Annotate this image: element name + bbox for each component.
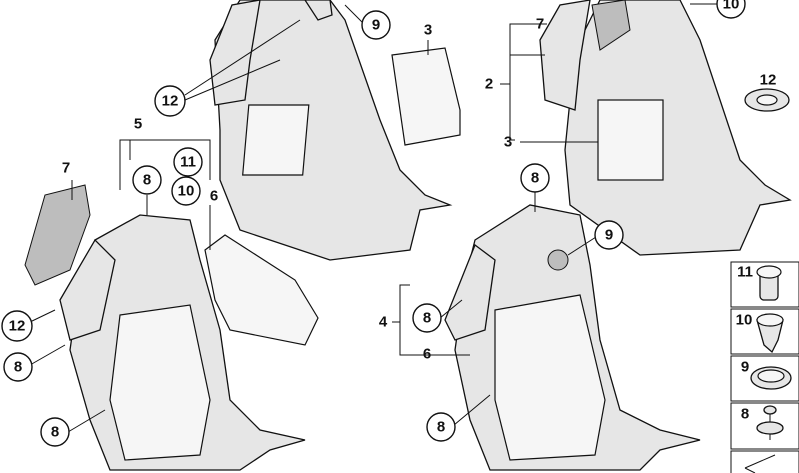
svg-text:12: 12: [162, 93, 179, 110]
callout-8: 8: [426, 412, 456, 442]
callout-8: 8: [412, 303, 442, 333]
callout-4: 4: [379, 314, 388, 331]
svg-text:8: 8: [423, 310, 431, 327]
callout-5: 5: [134, 116, 142, 133]
gasket-lower-left: [204, 234, 319, 346]
callout-2: 2: [485, 76, 493, 93]
callout-11: 11: [173, 147, 203, 177]
svg-text:10: 10: [723, 0, 740, 13]
trim-panel-upper-left: [209, 0, 453, 261]
callout-8: 8: [132, 165, 162, 195]
svg-text:8: 8: [143, 172, 151, 189]
callout-8: 8: [40, 417, 70, 447]
trim-panel-upper-right: [539, 0, 792, 256]
svg-text:8: 8: [741, 406, 749, 423]
svg-text:11: 11: [180, 154, 196, 171]
callout-12: 12: [760, 72, 777, 89]
svg-text:8: 8: [437, 419, 445, 436]
legend-arrow-box: [730, 450, 799, 473]
svg-text:8: 8: [14, 359, 22, 376]
legend-part-10: 10: [730, 308, 799, 355]
svg-text:9: 9: [741, 359, 749, 376]
legend-part-9: 9: [730, 355, 799, 402]
callout-8: 8: [3, 352, 33, 382]
callout-12: 12: [154, 85, 186, 117]
callout-3: 3: [424, 22, 432, 39]
svg-text:9: 9: [605, 227, 613, 244]
leader-lines: [29, 3, 717, 433]
svg-text:10: 10: [178, 183, 195, 200]
callout-8: 8: [520, 163, 550, 193]
svg-text:11: 11: [737, 264, 753, 281]
callout-10: 10: [171, 176, 201, 206]
gasket-upper: [391, 47, 461, 146]
callout-label: 9: [372, 17, 380, 34]
callout-10: 10: [716, 0, 746, 19]
trim-panel-lower-right: [444, 204, 701, 471]
push-rivet-icon: [763, 405, 777, 415]
callout-9: 9: [594, 220, 624, 250]
legend-part-11: 11: [730, 261, 799, 308]
svg-text:12: 12: [9, 318, 26, 335]
callout-12: 12: [1, 310, 33, 342]
svg-text:8: 8: [51, 424, 59, 441]
svg-text:8: 8: [531, 170, 539, 187]
svg-text:10: 10: [736, 312, 753, 329]
retaining-ring-icon: [744, 88, 790, 112]
callout-9: 9: [361, 10, 391, 40]
callout-7: 7: [536, 16, 544, 33]
legend-part-8: 8: [730, 402, 799, 450]
callout-3: 3: [504, 134, 512, 151]
callout-6: 6: [423, 346, 431, 363]
callout-6: 6: [210, 188, 218, 205]
callout-7: 7: [62, 160, 70, 177]
trim-panel-lower-left: [24, 184, 306, 471]
